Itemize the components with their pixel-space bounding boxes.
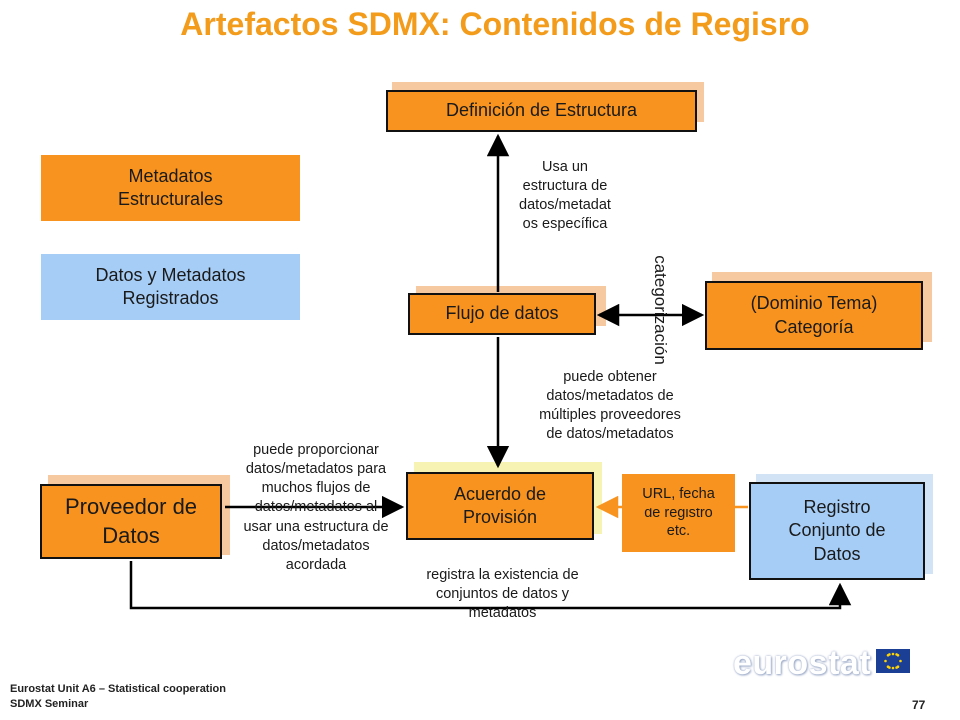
category-box: (Dominio Tema) Categoría: [705, 281, 923, 350]
label-multiple-providers: puede obtener datos/metadatos de múltipl…: [539, 369, 681, 443]
label-provider-provides: puede proporcionar datos/metadatos para …: [243, 442, 389, 573]
dataset-registration-box: Registro Conjunto de Datos: [749, 482, 925, 580]
eurostat-wordmark: eurostat: [733, 644, 872, 682]
data-provider-box: Proveedor de Datos: [40, 484, 222, 559]
legend-registered-data: Datos y Metadatos Registrados: [41, 254, 300, 320]
dataflow-box: Flujo de datos: [408, 293, 596, 335]
page-number: 77: [912, 698, 926, 712]
label-categorization: categorización: [651, 255, 670, 365]
structure-definition-box: Definición de Estructura: [386, 90, 697, 132]
label-registers-existence: registra la existencia de conjuntos de d…: [426, 567, 579, 622]
footer-unit: Eurostat Unit A6 – Statistical cooperati…: [10, 683, 226, 695]
provision-agreement-box: Acuerdo de Provisión: [406, 472, 594, 540]
url-note-box: URL, fecha de registro etc.: [622, 474, 735, 552]
page-title: Artefactos SDMX: Contenidos de Regisro: [180, 6, 810, 42]
legend-structural-metadata: Metadatos Estructurales: [41, 155, 300, 221]
label-uses-structure: Usa un estructura de datos/metadat os es…: [519, 159, 611, 233]
arrow-provider-to-registration: [129, 561, 852, 610]
footer-seminar: SDMX Seminar: [10, 698, 89, 710]
eu-flag-icon: [876, 649, 910, 673]
